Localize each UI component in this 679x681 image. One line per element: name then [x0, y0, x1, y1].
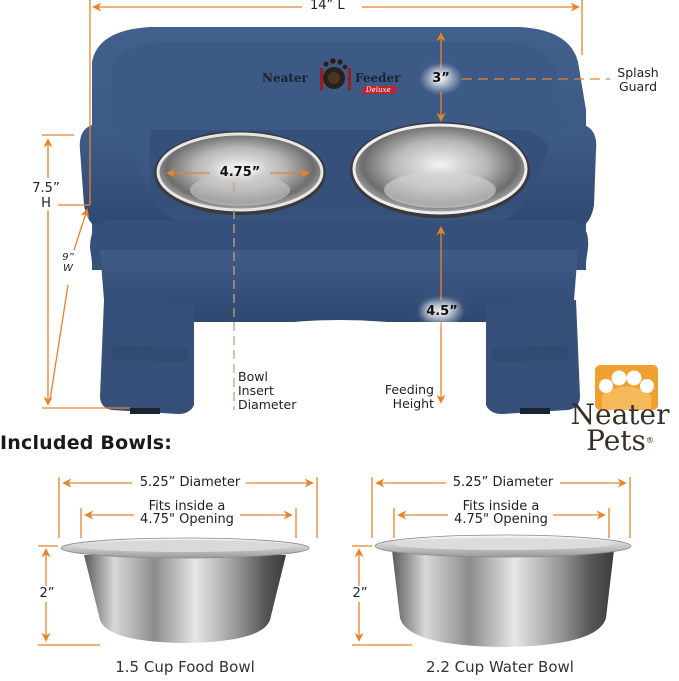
width-dimension: 9” W — [55, 252, 81, 274]
feeder-brand-script: Deluxe — [366, 86, 391, 94]
food-bowl-illustration — [60, 537, 310, 643]
bowl-insert-label-line2: Insert — [238, 383, 274, 398]
logo-line2: Pets — [586, 424, 646, 457]
registered-mark: ® — [645, 436, 654, 445]
water-bowl-fits-line1: Fits inside a — [462, 499, 540, 514]
food-bowl-fits-line2: 4.75" Opening — [140, 512, 234, 527]
height-value: 7.5” — [32, 181, 60, 196]
water-bowl-fits-line2: 4.75" Opening — [454, 512, 548, 527]
splash-guard-label-line1: Splash — [617, 65, 659, 80]
feeding-height-label-line1: Feeding — [384, 382, 434, 397]
feeder-brand-left: Neater — [262, 71, 308, 85]
splash-guard-label: Splash Guard — [612, 66, 664, 94]
splash-guard-dimension: 3” — [432, 71, 450, 86]
paw-icon — [595, 365, 658, 410]
length-dimension: 14” L — [310, 0, 345, 13]
feeder-brand-logo — [320, 58, 398, 94]
food-bowl-diameter: 5.25” Diameter — [139, 475, 241, 490]
feeder-brand-right: Feeder — [355, 71, 401, 85]
bowl-insert-dimension: 4.75” — [219, 165, 261, 180]
feeding-height-label-line2: Height — [392, 396, 434, 411]
bowl-insert-label-line3: Diameter — [238, 397, 297, 412]
width-value: 9” — [62, 252, 74, 263]
feeding-height-label: Feeding Height — [376, 383, 434, 411]
included-bowls-title: Included Bowls: — [0, 432, 173, 454]
bowl-insert-label: Bowl Insert Diameter — [238, 370, 296, 412]
food-bowl-caption: 1.5 Cup Food Bowl — [115, 658, 255, 676]
water-bowl-fits: Fits inside a 4.75" Opening — [438, 500, 564, 526]
height-dimension: 7.5” H — [26, 181, 66, 211]
water-bowl-illustration — [374, 534, 632, 647]
water-bowl-caption: 2.2 Cup Water Bowl — [426, 658, 574, 676]
width-unit: W — [63, 263, 73, 274]
water-bowl-height: 2” — [352, 586, 368, 601]
food-bowl-height: 2” — [39, 586, 55, 601]
neater-pets-logo: Neater Pets® — [565, 398, 675, 455]
logo-line2-wrap: Pets® — [565, 427, 675, 455]
height-unit: H — [41, 196, 51, 211]
food-bowl-fits: Fits inside a 4.75" Opening — [124, 500, 250, 526]
feeding-height-dimension: 4.5” — [426, 304, 458, 319]
splash-guard-label-line2: Guard — [618, 79, 658, 94]
food-bowl-fits-line1: Fits inside a — [148, 499, 226, 514]
logo-line1: Neater — [570, 398, 670, 431]
water-bowl-diameter: 5.25” Diameter — [452, 475, 554, 490]
bowl-insert-label-line1: Bowl — [238, 369, 268, 384]
